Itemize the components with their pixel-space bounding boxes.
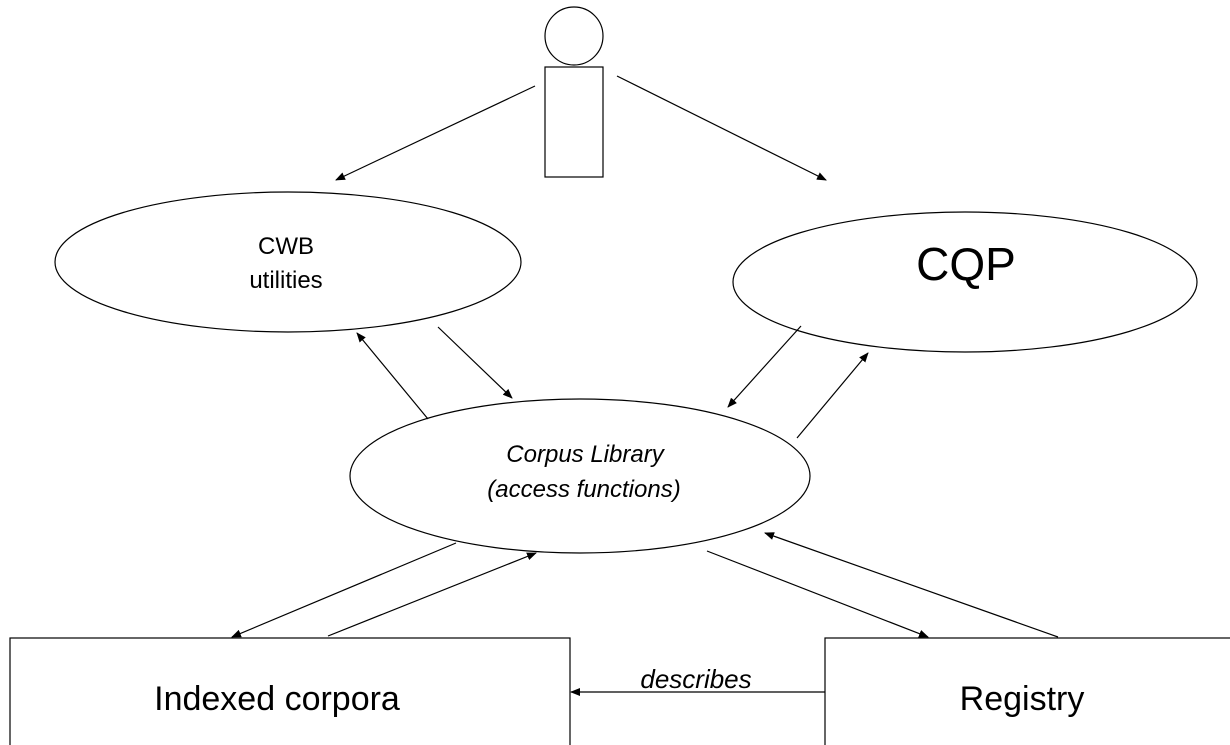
arrow-corpus-library-to-indexed-corpora <box>231 542 457 638</box>
cwb-utilities-ellipse <box>54 191 522 333</box>
arrow-user-to-cwb-utilities <box>335 85 536 181</box>
arrow-cwb-utilities-to-corpus-library <box>437 326 513 399</box>
arrow-corpus-library-to-cwb-utilities <box>356 332 429 420</box>
cwb-utilities-label-line1: CWB <box>258 233 314 260</box>
arrow-user-to-cqp <box>616 75 827 181</box>
registry-node: Registry <box>824 637 1230 745</box>
cwb-utilities-node: CWB utilities <box>54 191 522 333</box>
user-head-icon <box>544 6 604 66</box>
cqp-ellipse <box>732 211 1198 353</box>
user-body-icon <box>544 66 604 178</box>
corpus-library-node: Corpus Library (access functions) <box>349 398 811 554</box>
cwb-utilities-label-line2: utilities <box>249 267 322 294</box>
indexed-corpora-node: Indexed corpora <box>9 637 571 745</box>
cqp-label: CQP <box>916 238 1016 290</box>
indexed-corpora-label: Indexed corpora <box>154 680 400 718</box>
cqp-node: CQP <box>732 211 1198 353</box>
indexed-corpora-box <box>9 637 571 745</box>
arrow-registry-to-corpus-library <box>764 532 1059 638</box>
corpus-library-label-line1: Corpus Library <box>506 441 665 468</box>
registry-box <box>824 637 1230 745</box>
registry-label: Registry <box>960 680 1085 718</box>
arrow-cqp-to-corpus-library <box>727 325 802 408</box>
arrow-corpus-library-to-registry <box>706 550 929 638</box>
user-actor <box>544 6 604 178</box>
corpus-library-label-line2: (access functions) <box>487 476 680 503</box>
arrow-corpus-library-to-cqp <box>796 352 869 439</box>
corpus-library-ellipse <box>349 398 811 554</box>
arrow-indexed-corpora-to-corpus-library <box>327 552 537 637</box>
describes-label: describes <box>640 664 751 694</box>
